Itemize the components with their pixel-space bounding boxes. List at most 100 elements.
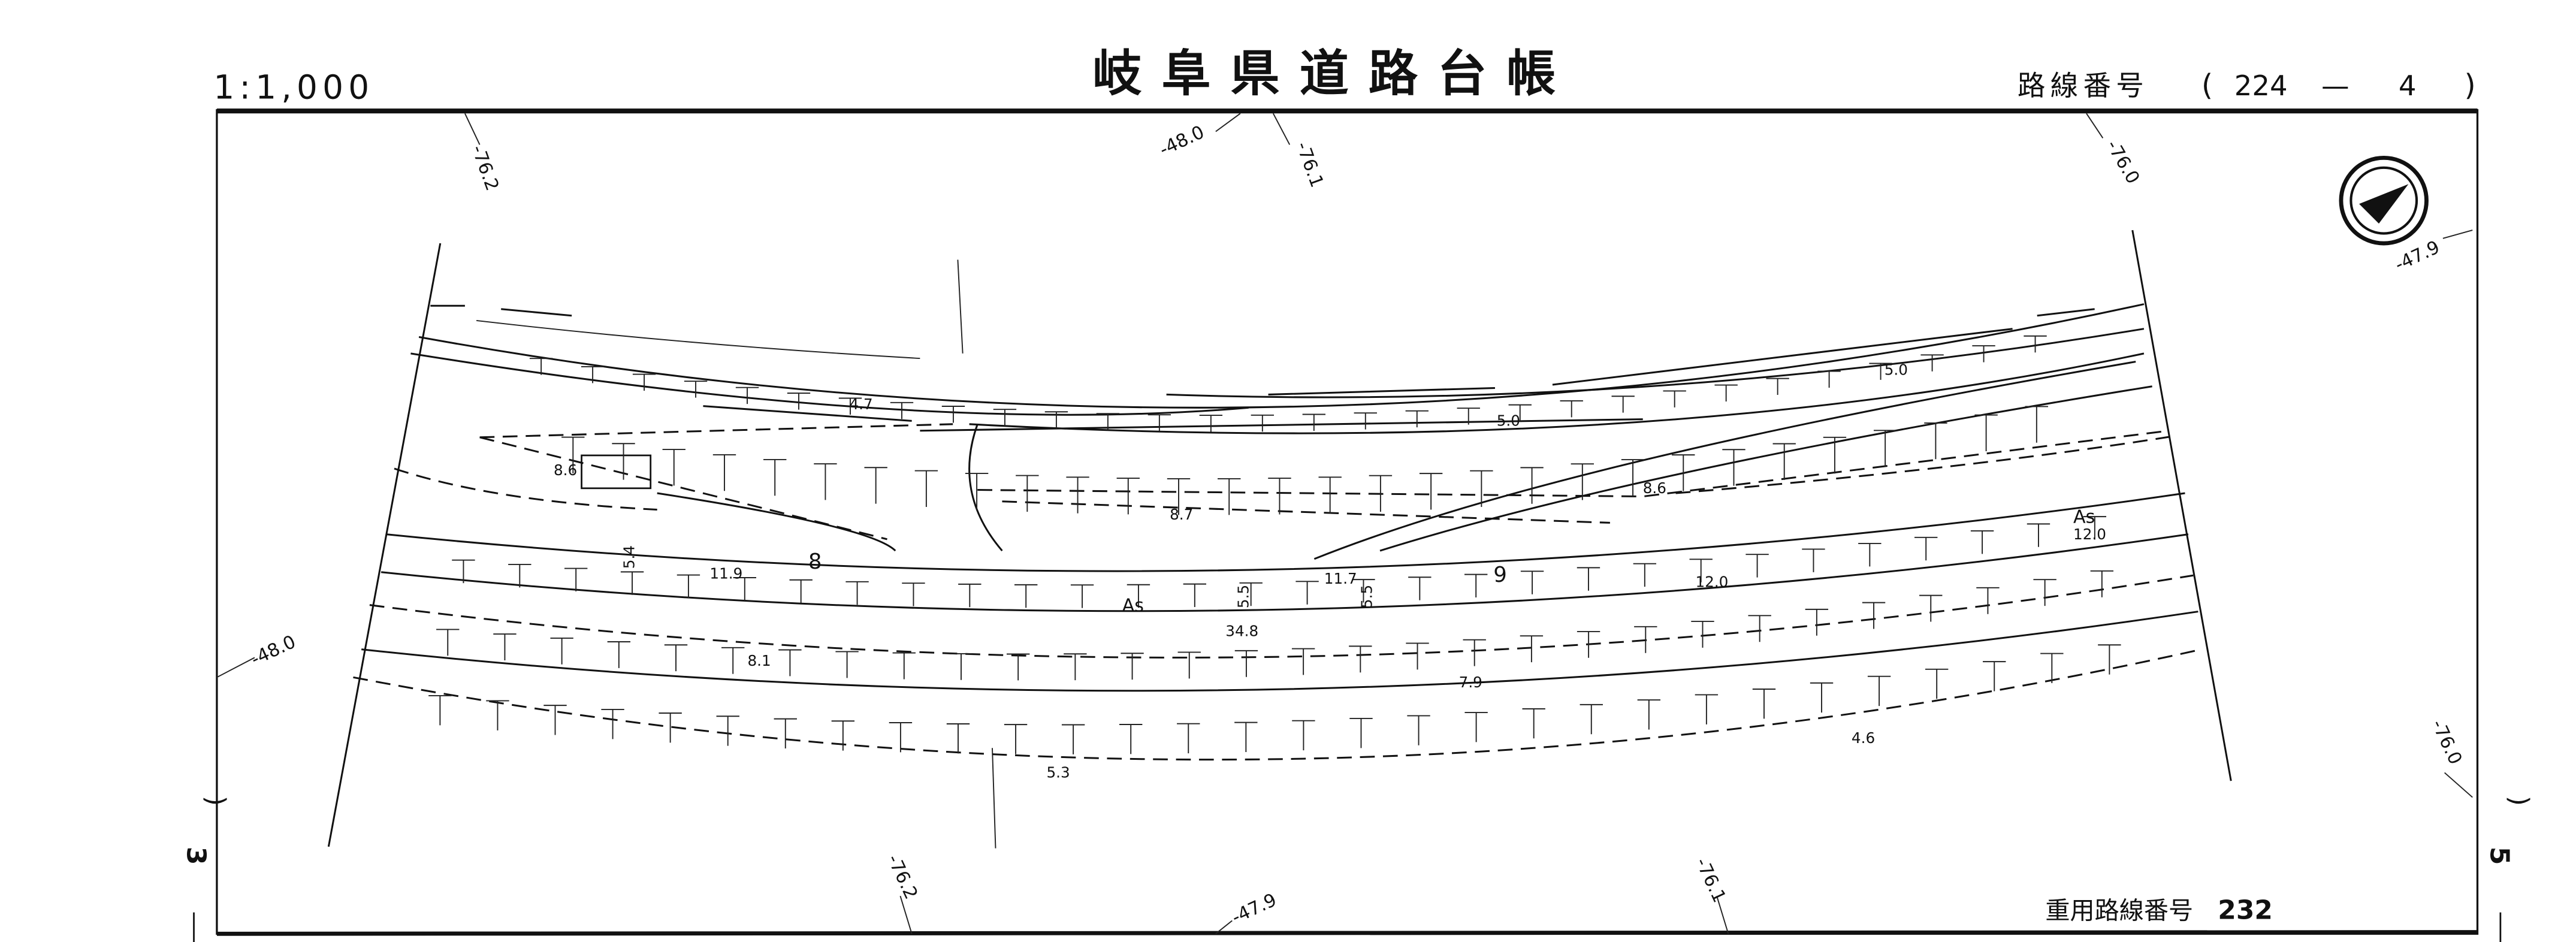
slope-symbol [1745,554,1769,578]
route-number-value: 224 [2234,70,2288,102]
left-paren: ) [200,796,231,806]
slope-symbol [1177,723,1200,754]
north-arrow-icon [2339,155,2429,246]
section-boundary-left [327,243,442,847]
slope-symbol [1292,720,1315,751]
slope-symbol [1817,370,1841,388]
slope-symbol [1464,712,1488,742]
route-dash: — [2321,70,2349,102]
slope-symbol [1167,478,1191,515]
outer-dashed [353,648,2202,761]
slope-symbol [2098,644,2121,675]
road-edge [410,352,1249,416]
carriageway-edge [361,611,2198,692]
slope-symbol [1873,430,1897,467]
slope-symbol [1302,413,1326,431]
surface-label: As [2073,506,2095,527]
slope-symbol [564,567,588,591]
frame-bottom-rule [216,930,2478,936]
slope-symbol [1199,415,1223,432]
slope-symbol [1577,567,1600,591]
slope-symbol [712,454,736,491]
slope-symbol [632,373,656,391]
slope-symbol [1858,543,1882,567]
contour-label: -47.9 [2391,237,2442,276]
slope-symbol [787,393,811,410]
map-frame [216,109,2479,935]
slope-symbol [1119,724,1143,754]
slope-symbol [1291,648,1315,675]
slope-symbol [946,723,970,754]
slope-symbol [620,571,644,595]
slope-symbol [1805,608,1829,636]
road-plan [327,230,2232,849]
slope-symbol [1621,459,1645,496]
slope-symbol [1520,570,1544,594]
slope-symbol [1862,602,1886,629]
slope-symbol [1470,470,1493,508]
slope-symbol [845,581,869,605]
slope-symbol [831,720,855,751]
contour-label: -76.0 [2427,717,2466,768]
width-label: 11.9 [709,565,742,582]
width-label: 7.9 [1459,674,1482,691]
right-sheet-number: 5 [2484,847,2514,865]
overlap-route-number: 232 [2218,895,2273,926]
slope-symbol [890,401,914,419]
slope-symbol [529,358,553,375]
slope-symbol [436,629,460,656]
slope-symbol [601,708,624,739]
slope-symbol [1177,651,1201,679]
slope-symbol [814,463,837,500]
slope-symbol [2040,653,2064,683]
drain-line [957,259,964,354]
slope-symbol [543,705,567,735]
guardrail [430,304,2095,422]
width-label: 4.6 [1852,729,1875,747]
route-open-paren: ( [2201,68,2213,102]
slope-symbol [889,722,913,753]
width-label: 9 [1493,563,1507,587]
contour-leaders [216,113,2473,935]
slope-symbol [965,473,989,510]
slope-symbol [1464,573,1488,598]
slope-symbol [684,381,708,398]
slope-top-edge [418,303,2145,409]
slope-symbol [1522,708,1545,739]
slope-symbol [2083,516,2107,540]
slope-symbol [1577,630,1600,658]
slope-symbol [607,641,631,668]
route-sheet: 4 [2399,70,2417,102]
slope-symbol [941,406,965,423]
slope-symbol [1234,650,1258,677]
slope-symbol [1580,704,1603,735]
slope-symbol [1369,475,1393,512]
carriageway-edge [380,533,2189,612]
slope-symbol [677,574,700,598]
slope-symbol [1127,584,1150,608]
slope-symbol [1044,411,1068,428]
slope-symbol [1295,581,1319,605]
slope-symbol [1352,579,1375,603]
ramp-edge [657,492,896,552]
ramp-edge [968,424,1003,552]
slope-symbol [1970,530,1994,554]
slope-symbol [1976,587,2000,614]
slope-symbol [2033,579,2056,606]
slope-symbol [561,436,585,473]
slope-symbol [733,577,757,601]
slope-symbol [721,647,745,674]
width-label: 8 [808,550,822,574]
contour-label: -48.0 [1156,122,1207,161]
slope-symbol [1867,675,1891,707]
slope-symbol [1407,715,1430,745]
slope-symbol [1634,626,1657,653]
slope-symbol [1972,345,1995,363]
slope-symbol [581,366,605,384]
slope-symbol [763,458,787,496]
overlap-route-label: 重用路線番号 [2045,896,2193,925]
slope-symbol [664,644,688,672]
lane-dashed [1675,434,2178,494]
slope-symbol [1714,384,1738,401]
slope-symbol [735,387,759,404]
